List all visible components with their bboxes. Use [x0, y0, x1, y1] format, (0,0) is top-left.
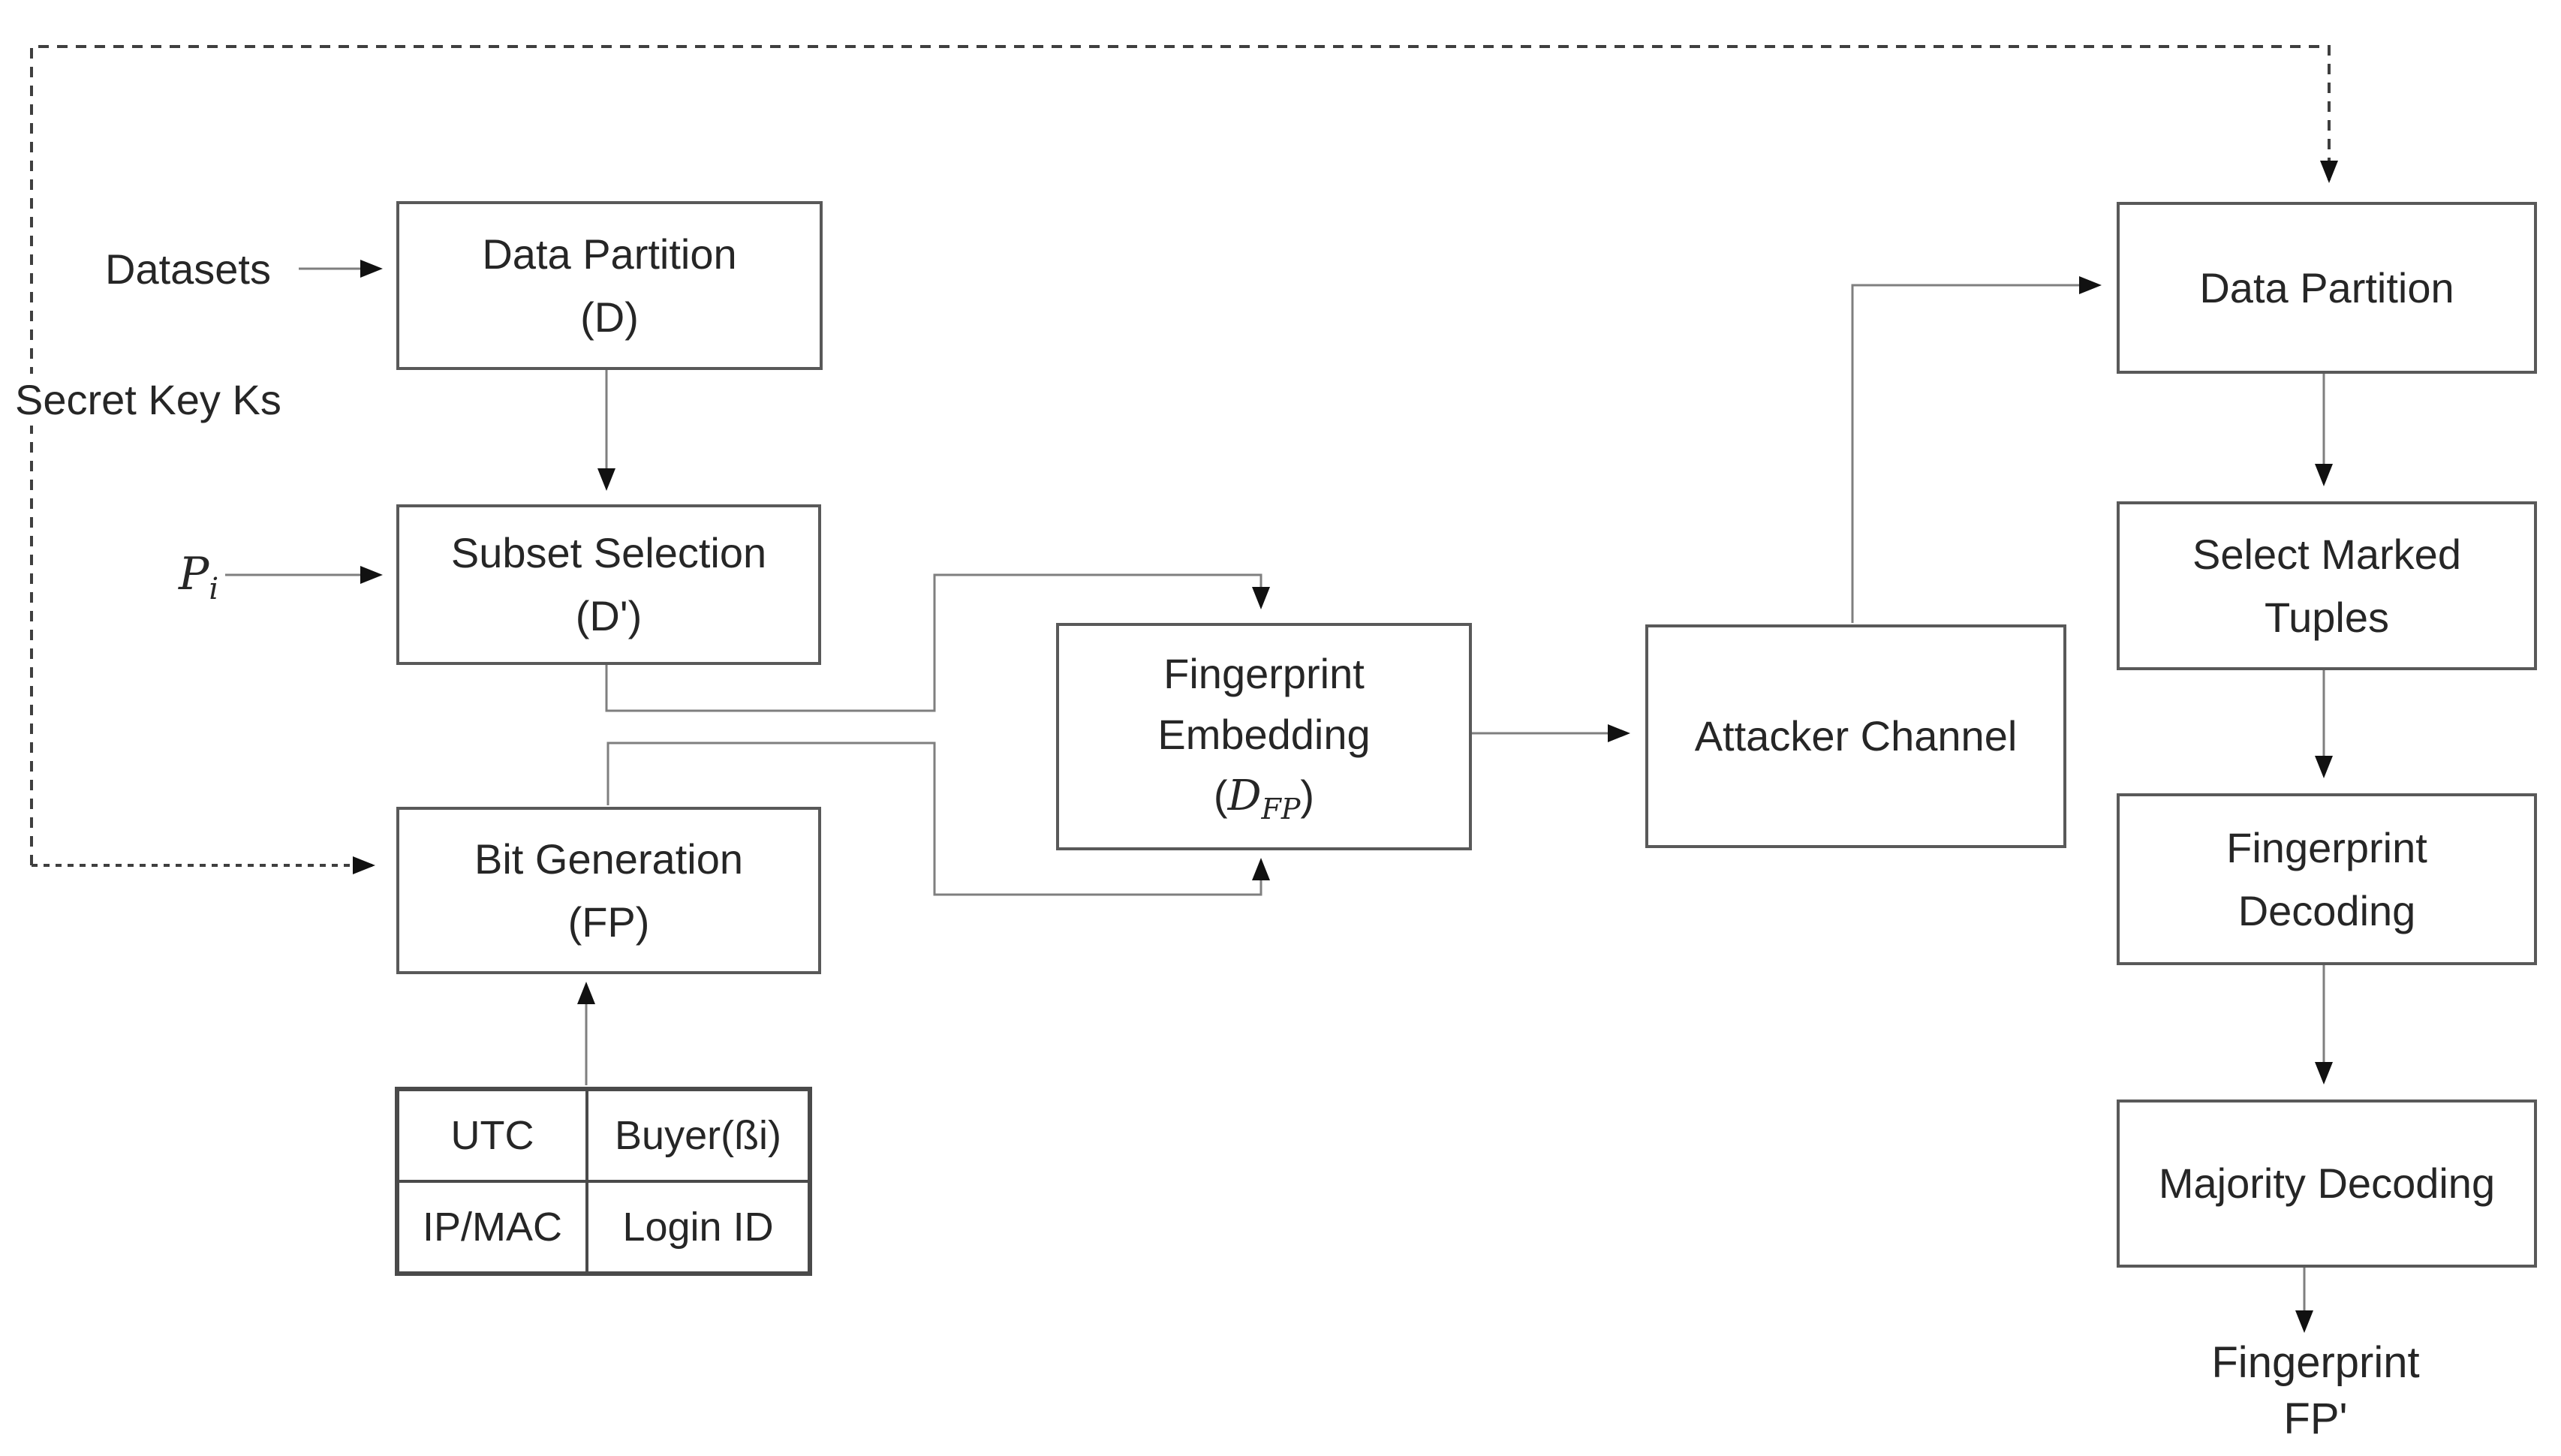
box-label: Bit Generation [474, 835, 743, 883]
label-pi: Pi [179, 548, 219, 606]
label-output-line1: Fingerprint [2211, 1338, 2420, 1387]
box-data-partition-detector: Data Partition [2117, 202, 2537, 374]
label-secret-key: Secret Key Ks [14, 374, 287, 426]
connector-bit-generation-to-fingerprint-embedding [606, 742, 1270, 896]
box-bit-generation: Bit Generation (FP) [396, 807, 821, 974]
box-sublabel: (D') [575, 592, 643, 639]
box-label: Select Marked [2192, 530, 2461, 578]
box-label: Fingerprint [1163, 649, 1365, 697]
box-fingerprint-embedding: Fingerprint Embedding (DFP) [1056, 623, 1472, 850]
connector-attacker-channel-to-data-partition [1851, 276, 2102, 623]
box-sublabel-dfp: (DFP) [1213, 772, 1315, 826]
box-label: Attacker Channel [1694, 712, 2018, 760]
box-label-2: Tuples [2264, 593, 2389, 641]
table-cell-login-id: Login ID [587, 1181, 809, 1273]
label-datasets: Datasets [105, 245, 271, 293]
table-cell-ip-mac: IP/MAC [398, 1181, 588, 1273]
box-label: Data Partition [2199, 263, 2454, 311]
box-label: Fingerprint [2226, 823, 2427, 871]
box-subset-selection: Subset Selection (D') [396, 504, 821, 665]
label-output-fingerprint: Fingerprint FP' [2169, 1334, 2462, 1448]
table-cell-utc: UTC [398, 1090, 588, 1181]
box-label-2: Decoding [2237, 886, 2416, 934]
box-label: Data Partition [482, 230, 737, 278]
connector-subset-selection-to-fingerprint-embedding [605, 573, 1270, 712]
box-majority-decoding: Majority Decoding [2117, 1100, 2537, 1268]
box-data-partition-source: Data Partition (D) [396, 201, 823, 370]
box-attacker-channel: Attacker Channel [1645, 624, 2066, 848]
box-sublabel: (D) [580, 293, 639, 341]
box-label: Majority Decoding [2158, 1160, 2496, 1207]
label-output-line2: FP' [2283, 1394, 2348, 1444]
box-label: Subset Selection [450, 529, 767, 576]
box-label-2: Embedding [1157, 710, 1371, 758]
bit-generation-seed-table: UTC Buyer(ßi) IP/MAC Login ID [395, 1087, 812, 1276]
box-fingerprint-decoding: Fingerprint Decoding [2117, 793, 2537, 965]
box-sublabel: (FP) [567, 898, 650, 946]
table-cell-buyer: Buyer(ßi) [587, 1090, 809, 1181]
box-select-marked-tuples: Select Marked Tuples [2117, 501, 2537, 670]
